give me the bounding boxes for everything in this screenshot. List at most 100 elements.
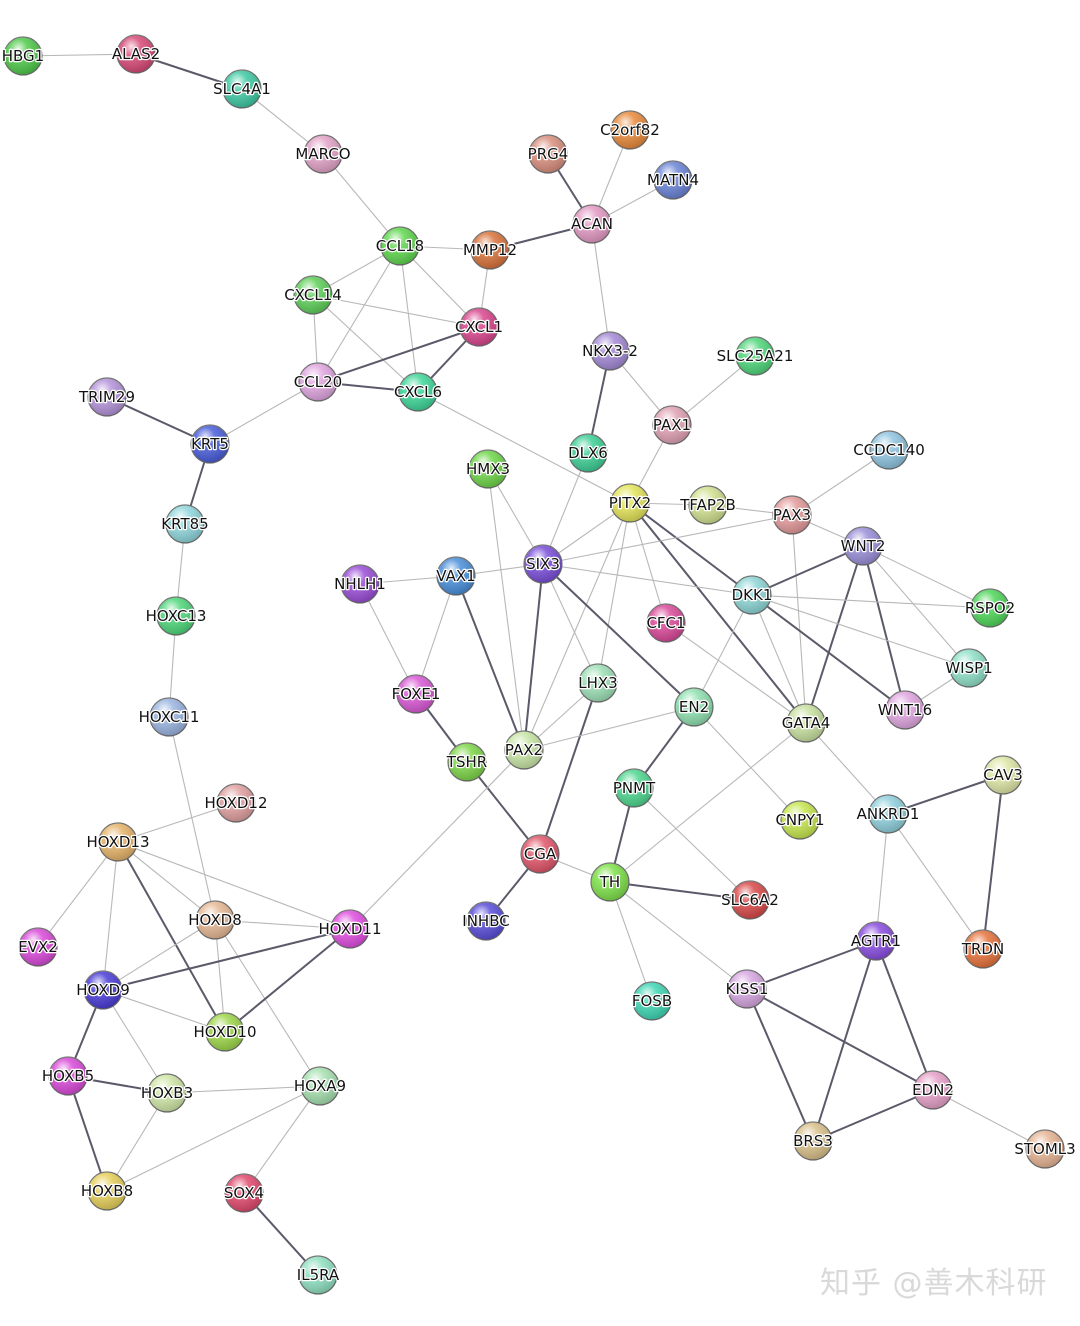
- node-hoxd13[interactable]: HOXD13: [85, 822, 151, 862]
- node-rspo2[interactable]: RSPO2: [964, 588, 1016, 628]
- node-hmx3[interactable]: HMX3: [465, 449, 511, 489]
- node-cxcl6[interactable]: CXCL6: [393, 372, 443, 412]
- node-highlight: [166, 505, 204, 543]
- edge-dkk1-wisp1: [751, 594, 970, 669]
- node-edn2[interactable]: EDN2: [911, 1070, 955, 1110]
- node-nkx3-2[interactable]: NKX3-2: [581, 331, 639, 371]
- node-kiss1[interactable]: KISS1: [724, 969, 770, 1009]
- node-label: WNT2: [841, 537, 886, 555]
- node-label: CXCL6: [394, 383, 442, 401]
- node-pax2[interactable]: PAX2: [504, 730, 544, 770]
- node-highlight: [964, 930, 1002, 968]
- node-dkk1[interactable]: DKK1: [730, 575, 774, 615]
- node-hoxd10[interactable]: HOXD10: [192, 1012, 258, 1052]
- node-hoxb3[interactable]: HOXB3: [140, 1073, 194, 1113]
- node-cga[interactable]: CGA: [520, 834, 560, 874]
- node-highlight: [653, 406, 691, 444]
- node-wisp1[interactable]: WISP1: [944, 648, 994, 688]
- node-ankrd1[interactable]: ANKRD1: [855, 794, 921, 834]
- node-highlight: [505, 731, 543, 769]
- node-matn4[interactable]: MATN4: [646, 160, 700, 200]
- node-sox4[interactable]: SOX4: [223, 1173, 265, 1213]
- node-highlight: [731, 881, 769, 919]
- node-six3[interactable]: SIX3: [523, 544, 563, 584]
- node-label: HOXD11: [318, 920, 381, 938]
- node-c2orf82[interactable]: C2orf82: [599, 110, 661, 150]
- node-wnt16[interactable]: WNT16: [877, 690, 933, 730]
- node-label: EN2: [679, 698, 709, 716]
- node-hoxd8[interactable]: HOXD8: [187, 900, 243, 940]
- node-highlight: [736, 337, 774, 375]
- node-alas2[interactable]: ALAS2: [111, 34, 161, 74]
- node-th[interactable]: TH: [590, 862, 630, 902]
- node-en2[interactable]: EN2: [674, 687, 714, 727]
- node-hoxc13[interactable]: HOXC13: [144, 596, 208, 636]
- node-foxe1[interactable]: FOXE1: [390, 674, 442, 714]
- node-ccl20[interactable]: CCL20: [293, 362, 343, 402]
- edge-pax3-six3: [542, 514, 793, 565]
- node-label: PRG4: [528, 145, 569, 163]
- node-pax1[interactable]: PAX1: [652, 405, 692, 445]
- node-mmp12[interactable]: MMP12: [462, 230, 518, 270]
- node-slc4a1[interactable]: SLC4A1: [212, 69, 272, 109]
- node-highlight: [467, 902, 505, 940]
- node-cfc1[interactable]: CFC1: [645, 603, 687, 643]
- node-ccdc140[interactable]: CCDC140: [852, 430, 926, 470]
- node-evx2[interactable]: EVX2: [17, 927, 59, 967]
- node-hoxb8[interactable]: HOXB8: [80, 1171, 134, 1211]
- node-agtr1[interactable]: AGTR1: [850, 921, 902, 961]
- node-hoxd12[interactable]: HOXD12: [203, 783, 269, 823]
- node-pnmt[interactable]: PNMT: [612, 768, 657, 808]
- node-label: WNT16: [878, 701, 932, 719]
- node-highlight: [206, 1013, 244, 1051]
- node-krt5[interactable]: KRT5: [190, 424, 230, 464]
- node-lhx3[interactable]: LHX3: [577, 663, 619, 703]
- edge-dlx6-six3: [542, 452, 589, 565]
- node-wnt2[interactable]: WNT2: [839, 526, 887, 566]
- node-label: CGA: [524, 845, 557, 863]
- node-pitx2[interactable]: PITX2: [608, 483, 652, 523]
- node-marco[interactable]: MARCO: [294, 134, 352, 174]
- node-hoxc11[interactable]: HOXC11: [137, 697, 201, 737]
- node-krt85[interactable]: KRT85: [160, 504, 210, 544]
- node-acan[interactable]: ACAN: [570, 204, 614, 244]
- node-highlight: [381, 227, 419, 265]
- node-trim29[interactable]: TRIM29: [77, 377, 136, 417]
- node-cav3[interactable]: CAV3: [982, 755, 1024, 795]
- node-brs3[interactable]: BRS3: [792, 1121, 834, 1161]
- node-cxcl14[interactable]: CXCL14: [283, 275, 343, 315]
- node-hoxb5[interactable]: HOXB5: [41, 1056, 95, 1096]
- node-slc25a21[interactable]: SLC25A21: [715, 336, 795, 376]
- node-label: SOX4: [224, 1184, 264, 1202]
- node-fosb[interactable]: FOSB: [631, 981, 673, 1021]
- node-label: CAV3: [983, 766, 1023, 784]
- node-nhlh1[interactable]: NHLH1: [333, 564, 387, 604]
- edge-ankrd1-agtr1: [875, 813, 889, 942]
- node-label: BRS3: [793, 1132, 833, 1150]
- node-cxcl1[interactable]: CXCL1: [454, 307, 504, 347]
- edge-pax3-gata4: [791, 514, 807, 724]
- node-slc6a2[interactable]: SLC6A2: [720, 880, 780, 920]
- node-label: INHBC: [462, 912, 509, 930]
- node-hoxd9[interactable]: HOXD9: [75, 970, 131, 1010]
- node-dlx6[interactable]: DLX6: [567, 433, 609, 473]
- edge-hoxd13-evx2: [37, 841, 119, 948]
- node-cnpy1[interactable]: CNPY1: [774, 800, 826, 840]
- node-trdn[interactable]: TRDN: [960, 929, 1005, 969]
- node-ccl18[interactable]: CCL18: [375, 226, 425, 266]
- node-inhbc[interactable]: INHBC: [461, 901, 511, 941]
- edge-hoxd13-hoxd10: [117, 841, 226, 1033]
- edge-marco-ccl18: [322, 153, 401, 247]
- node-gata4[interactable]: GATA4: [780, 703, 832, 743]
- node-hoxd11[interactable]: HOXD11: [317, 909, 383, 949]
- node-hbg1[interactable]: HBG1: [1, 36, 45, 76]
- node-prg4[interactable]: PRG4: [526, 134, 570, 174]
- node-stoml3[interactable]: STOML3: [1013, 1129, 1077, 1169]
- node-hoxa9[interactable]: HOXA9: [293, 1066, 347, 1106]
- node-tfap2b[interactable]: TFAP2B: [678, 485, 737, 525]
- edge-gata4-ankrd1: [805, 722, 889, 815]
- node-pax3[interactable]: PAX3: [772, 495, 812, 535]
- node-vax1[interactable]: VAX1: [435, 556, 477, 596]
- node-il5ra[interactable]: IL5RA: [296, 1255, 341, 1295]
- node-tshr[interactable]: TSHR: [445, 742, 488, 782]
